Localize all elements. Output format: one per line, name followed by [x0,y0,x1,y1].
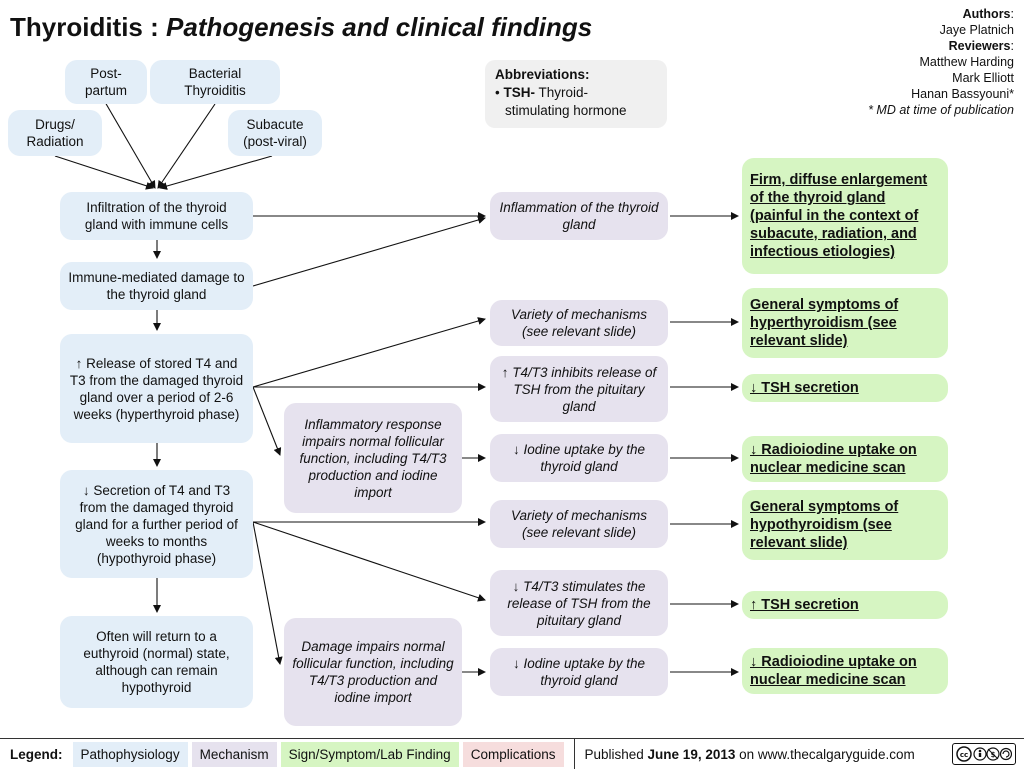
arrow [252,216,486,287]
legend-label: Legend: [10,746,63,762]
arrow [104,101,156,189]
arrow [252,521,283,665]
reviewer-name: Matthew Harding [919,55,1015,69]
legend-divider [573,739,575,769]
mechanism-inflammation: Inflammation of the thyroid gland [490,192,668,240]
sign-radioiodine-hyper: ↓ Radioiodine uptake on nuclear medicine… [742,436,948,482]
credits-note: * MD at time of publication [868,103,1014,117]
abbreviation-term: TSH- [503,85,535,100]
published-site: on www.thecalgaryguide.com [735,746,915,762]
mechanism-tsh-inhibition: ↑ T4/T3 inhibits release of TSH from the… [490,356,668,422]
mechanism-iodine-uptake-hyper: ↓ Iodine uptake by the thyroid gland [490,434,668,482]
cause-subacute: Subacute (post-viral) [228,110,322,156]
mechanism-inflammatory-response: Inflammatory response impairs normal fol… [284,403,462,513]
published-prefix: Published [584,746,648,762]
title-subtitle: Pathogenesis and clinical findings [166,12,593,42]
sign-radioiodine-hypo: ↓ Radioiodine uptake on nuclear medicine… [742,648,948,694]
cause-bacterial-thyroiditis: Bacterial Thyroiditis [150,60,280,104]
arrow [252,386,282,456]
svg-text:cc: cc [960,751,968,759]
patho-return-euthyroid: Often will return to a euthyroid (normal… [60,616,253,708]
author-name: Jaye Platnich [939,23,1014,37]
legend-pathophysiology: Pathophysiology [72,741,188,767]
title-main: Thyroiditis [10,12,143,42]
mechanism-variety-hyper: Variety of mechanisms (see relevant slid… [490,300,668,346]
reviewer-name: Mark Elliott [952,71,1014,85]
legend-sign-symptom: Sign/Symptom/Lab Finding [280,741,459,767]
sign-hyperthyroid-symptoms: General symptoms of hyperthyroidism (see… [742,288,948,358]
mechanism-damage-impairs: Damage impairs normal follicular functio… [284,618,462,726]
legend-complications: Complications [462,741,564,767]
mechanism-variety-hypo: Variety of mechanisms (see relevant slid… [490,500,668,548]
sign-tsh-decrease: ↓ TSH secretion [742,374,948,402]
title-separator: : [142,12,167,42]
legend-mechanism: Mechanism [191,741,277,767]
sign-tsh-increase: ↑ TSH secretion [742,591,948,619]
page-title: Thyroiditis : Pathogenesis and clinical … [10,12,592,43]
patho-secretion-hypothyroid: ↓ Secretion of T4 and T3 from the damage… [60,470,253,578]
patho-immune-damage: Immune-mediated damage to the thyroid gl… [60,262,253,310]
patho-infiltration: Infiltration of the thyroid gland with i… [60,192,253,240]
arrow [252,521,486,602]
authors-label: Authors [962,7,1011,21]
arrow [54,155,154,190]
sign-hypothyroid-symptoms: General symptoms of hypothyroidism (see … [742,490,948,560]
legend-bar: Legend: Pathophysiology Mechanism Sign/S… [0,738,1024,769]
creative-commons-by-nc-sa-icon: cc $ [952,743,1016,765]
abbreviation-item: • TSH- Thyroid- [495,85,589,100]
arrows-layer [54,101,739,676]
reviewers-label: Reviewers [948,39,1011,53]
arrow [252,317,486,388]
publication-info: Published June 19, 2013 on www.thecalgar… [585,747,915,762]
cause-postpartum: Post-partum [65,60,147,104]
credits: Authors: Jaye Platnich Reviewers: Matthe… [754,6,1014,118]
abbreviation-definition: stimulating hormone [505,103,627,118]
patho-release-hyperthyroid: ↑ Release of stored T4 and T3 from the d… [60,334,253,443]
published-date: June 19, 2013 [647,746,736,762]
abbreviations-box: Abbreviations: • TSH- Thyroid- stimulati… [485,60,667,128]
arrow [157,103,216,189]
mechanism-tsh-stimulation: ↓ T4/T3 stimulates the release of TSH fr… [490,570,668,636]
abbreviations-heading: Abbreviations: [495,67,590,82]
arrow [159,155,273,190]
cause-drugs-radiation: Drugs/ Radiation [8,110,102,156]
abbreviation-definition: Thyroid- [534,85,589,100]
svg-text:$: $ [991,751,996,759]
mechanism-iodine-uptake-hypo: ↓ Iodine uptake by the thyroid gland [490,648,668,696]
sign-thyroid-enlargement: Firm, diffuse enlargement of the thyroid… [742,158,948,274]
reviewer-name: Hanan Bassyouni* [911,87,1014,101]
